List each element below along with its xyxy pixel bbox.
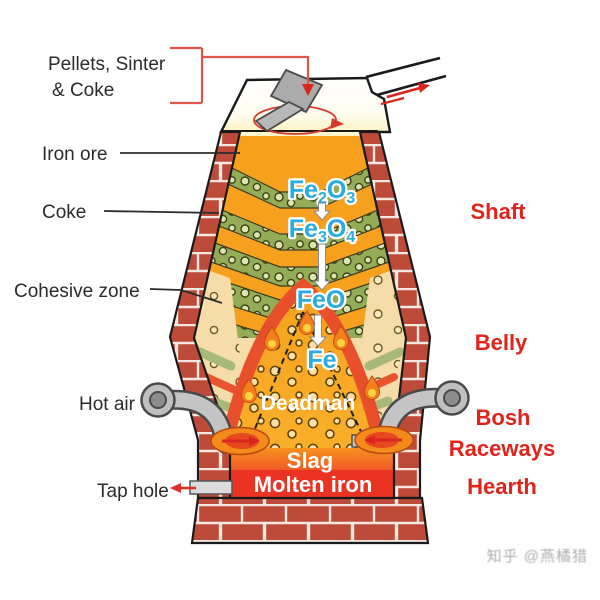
pedestal bbox=[190, 496, 430, 545]
tap-hole-spout bbox=[189, 480, 233, 495]
left-annotations: Pellets, Sinter & Coke Iron ore Coke Coh… bbox=[14, 46, 314, 502]
bosh-label: Bosh bbox=[476, 405, 531, 430]
fe-label: Fe bbox=[307, 346, 336, 374]
pellets-label-line2: & Coke bbox=[52, 80, 114, 101]
feo-label: FeO bbox=[297, 286, 346, 314]
down-arrow-icon bbox=[312, 243, 332, 291]
coke-leader-line bbox=[103, 210, 220, 214]
down-arrow-icon bbox=[308, 314, 328, 347]
fe2o3-label: Fe2O3 bbox=[289, 176, 356, 207]
pellets-label: Pellets, Sinter bbox=[48, 54, 166, 75]
tap-hole-arrowhead-icon bbox=[170, 483, 181, 493]
raceway-flame-left bbox=[210, 426, 270, 456]
fe3o4-label: Fe3O4 bbox=[289, 215, 356, 246]
deadman-label: Deadman bbox=[261, 392, 356, 415]
cohesive-zone-leader-line bbox=[149, 288, 223, 304]
cohesive-zone-label: Cohesive zone bbox=[14, 281, 140, 302]
cohesive-zone-region bbox=[220, 277, 386, 449]
hearth-label: Hearth bbox=[467, 474, 537, 499]
charge-arrow-icon bbox=[302, 84, 314, 96]
zone-labels: Shaft Belly Bosh Raceways Hearth bbox=[449, 199, 555, 499]
iron-ore-label: Iron ore bbox=[42, 144, 107, 165]
charging-chute-icon bbox=[254, 68, 324, 133]
cohesive-zone-arch bbox=[220, 277, 386, 444]
pellets-bracket bbox=[170, 46, 310, 105]
flame-icons bbox=[240, 310, 381, 403]
tap-hole-label: Tap hole bbox=[97, 481, 169, 502]
hot-air-label: Hot air bbox=[79, 394, 136, 415]
gas-offtake bbox=[365, 56, 447, 106]
belly-label: Belly bbox=[475, 330, 528, 355]
molten-iron-label: Molten iron bbox=[254, 472, 373, 497]
shaft-label: Shaft bbox=[471, 199, 527, 224]
watermark: 知乎 @燕橘猎 bbox=[487, 548, 588, 565]
reduction-sequence: Fe2O3 Fe3O4 FeO Fe bbox=[287, 174, 358, 377]
gas-flow-arrow-icon bbox=[380, 83, 430, 106]
molten-iron-layer bbox=[228, 470, 394, 498]
slag-layer bbox=[228, 447, 394, 470]
coke-label: Coke bbox=[42, 202, 86, 223]
slag-label: Slag bbox=[287, 448, 333, 473]
down-arrow-icon bbox=[312, 202, 332, 221]
raceways-label: Raceways bbox=[449, 436, 555, 461]
raceway-flame-right bbox=[354, 425, 414, 455]
